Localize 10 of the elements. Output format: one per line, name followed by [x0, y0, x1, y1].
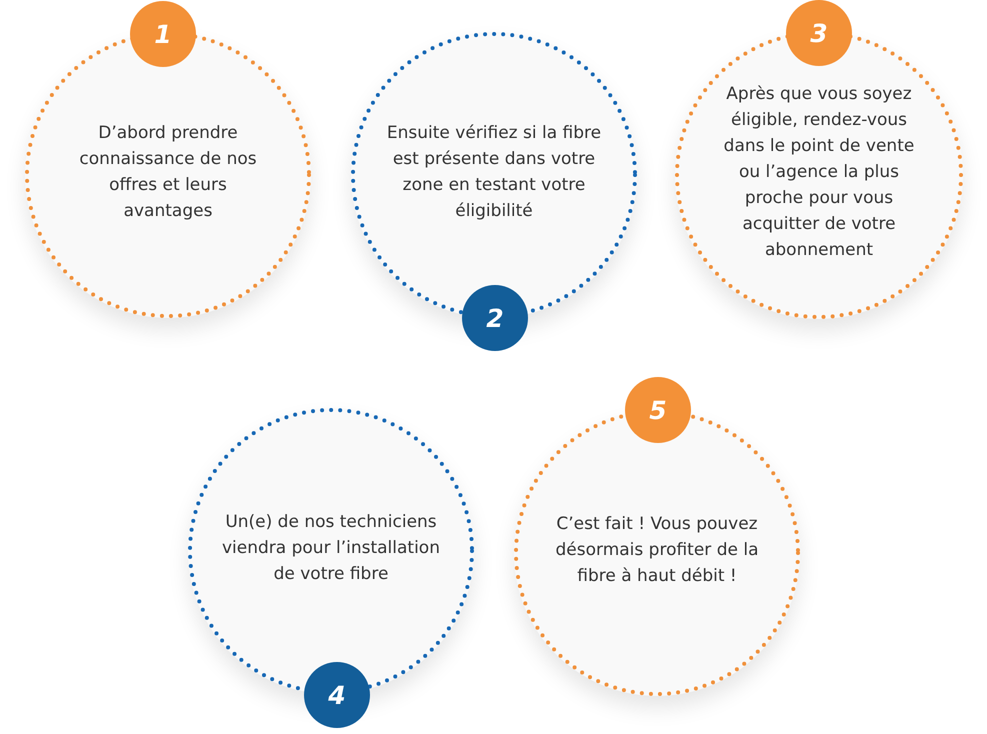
- number-badge: 1: [130, 1, 196, 67]
- step-description: Un(e) de nos techniciens viendra pour l’installation de votre fibre: [221, 511, 441, 586]
- step-description: Après que vous soyez éligible, rendez-vous dans le point de vente ou l’agence la plus proche pour vous acquitter de votre abonnement: [722, 83, 916, 262]
- number-badge: 2: [462, 285, 528, 351]
- number-badge: 4: [304, 662, 370, 728]
- step-description: Ensuite vérifiez si la fibre est présente dans votre zone en testant votre éligibilité: [386, 122, 602, 223]
- step-description: D’abord prendre connaissance de nos offres et leurs avantages: [78, 122, 258, 223]
- number-badge: 3: [786, 0, 852, 66]
- number-badge: 5: [625, 377, 691, 443]
- step-description: C’est fait ! Vous pouvez désormais profiter de la fibre à haut débit !: [554, 513, 760, 588]
